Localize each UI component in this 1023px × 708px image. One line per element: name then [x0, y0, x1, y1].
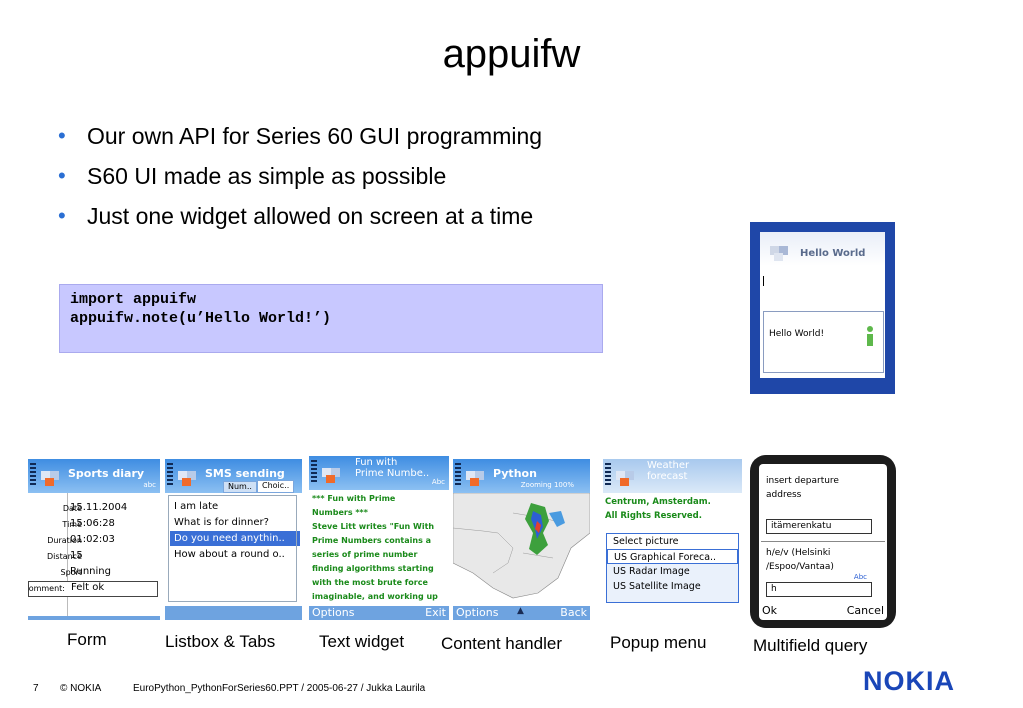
puzzle-icon [41, 471, 59, 486]
listbox-screenshot: SMS sending Num.. Choic.. I am late What… [165, 459, 302, 620]
query-label-2: h/e/v (Helsinki /Espoo/Vantaa) [766, 548, 834, 572]
list-frame [168, 495, 297, 602]
status-bar: Weather forecast [603, 459, 742, 493]
popup-item-selected[interactable]: US Graphical Foreca.. [607, 549, 738, 564]
hello-title: Hello World [800, 248, 866, 259]
softkey-bar [28, 616, 160, 620]
list-item[interactable]: What is for dinner? [174, 517, 269, 528]
screen-title: Sports diary [68, 467, 145, 480]
screen-title: Fun with Prime Numbe.. [355, 457, 430, 479]
hello-note-text: Hello World! [769, 329, 825, 339]
divider [761, 541, 885, 542]
copyright: © NOKIA [60, 683, 102, 694]
cancel-softkey[interactable]: Cancel [846, 604, 884, 617]
puzzle-icon [178, 471, 196, 486]
tab-choices[interactable]: Choic.. [257, 480, 295, 493]
page-number: 7 [33, 683, 39, 694]
caption-popup-menu: Popup menu [610, 633, 707, 652]
list-item[interactable]: I am late [174, 501, 219, 512]
popup-item[interactable]: US Satellite Image [613, 581, 701, 592]
popup-background-text: Centrum, Amsterdam. All Rights Reserved. [605, 497, 711, 521]
city-field[interactable]: h [766, 582, 872, 597]
input-mode: abc [143, 481, 156, 489]
puzzle-icon [770, 246, 788, 261]
screen-title: Weather forecast [647, 460, 690, 482]
caption-form: Form [67, 630, 107, 649]
signal-icon [455, 463, 461, 487]
ok-softkey[interactable]: Ok [762, 604, 778, 617]
puzzle-icon [616, 471, 634, 486]
puzzle-icon [466, 471, 484, 486]
departure-address-field[interactable]: itämerenkatu [766, 519, 872, 534]
bullet-item: •Just one widget allowed on screen at a … [58, 203, 534, 229]
code-sample: import appuifw appuifw.note(u’Hello Worl… [59, 284, 603, 353]
options-softkey[interactable]: Options [312, 606, 355, 619]
text-body[interactable]: *** Fun with Prime Numbers *** Steve Lit… [312, 494, 438, 601]
hello-world-screenshot: Hello World Hello World! [750, 222, 895, 394]
info-icon [867, 326, 873, 346]
signal-icon [311, 460, 317, 484]
status-bar: Sports diary abc [28, 459, 160, 493]
screen-title: Python [493, 467, 537, 480]
form-row-selected[interactable]: Comment:Felt ok [28, 581, 158, 597]
status-bar: SMS sending Num.. Choic.. [165, 459, 302, 493]
slide-title: appuifw [442, 32, 581, 76]
caption-content-handler: Content handler [441, 634, 562, 653]
softkey-bar [165, 606, 302, 620]
signal-icon [30, 463, 36, 487]
bullet-list: •Our own API for Series 60 GUI programmi… [58, 122, 542, 242]
status-bar: Python Zooming 100% [453, 459, 590, 493]
radar-map-image [453, 493, 590, 606]
footer-file: EuroPython_PythonForSeries60.PPT / 2005-… [133, 683, 426, 694]
scroll-indicator: ▲ [517, 606, 524, 616]
exit-softkey[interactable]: Exit [425, 606, 446, 619]
caption-multifield-query: Multifield query [753, 636, 868, 655]
popup-menu-screenshot: Weather forecast Centrum, Amsterdam. All… [603, 459, 742, 607]
back-softkey[interactable]: Back [560, 606, 587, 619]
softkey-bar: Options ▲ Back [453, 606, 590, 620]
signal-icon [167, 463, 173, 487]
bullet-item: •Our own API for Series 60 GUI programmi… [58, 123, 543, 149]
query-label-1: insert departure address [766, 476, 839, 500]
list-item-selected[interactable]: Do you need anythin.. [170, 531, 300, 546]
nokia-logo: NOKIA [863, 666, 955, 696]
input-mode: Abc [853, 573, 867, 581]
caption-text-widget: Text widget [319, 632, 405, 651]
cursor [763, 276, 764, 286]
popup-heading: Select picture [607, 534, 738, 549]
softkey-bar: Options Exit [309, 606, 449, 620]
bullet-icon: • [58, 163, 66, 188]
options-softkey[interactable]: Options [456, 606, 499, 619]
form-divider [67, 493, 68, 620]
bullet-item: •S60 UI made as simple as possible [58, 163, 447, 189]
hello-note: Hello World! [763, 311, 884, 373]
content-handler-screenshot: Python Zooming 100% Options ▲ Back [453, 459, 590, 620]
status-bar: Fun with Prime Numbe.. Abc [309, 456, 449, 490]
list-item[interactable]: How about a round o.. [174, 549, 285, 560]
puzzle-icon [322, 468, 340, 483]
signal-icon [605, 463, 611, 487]
screen-title: SMS sending [205, 467, 285, 480]
tab-num[interactable]: Num.. [223, 481, 257, 493]
multifield-query-screenshot: insert departure address itämerenkatu h/… [750, 455, 896, 628]
popup-menu: Select picture US Graphical Foreca.. US … [606, 533, 739, 603]
popup-item[interactable]: US Radar Image [613, 566, 690, 577]
zoom-status: Zooming 100% [520, 481, 574, 489]
caption-listbox: Listbox & Tabs [165, 632, 276, 651]
bullet-icon: • [58, 203, 66, 228]
text-widget-screenshot: Fun with Prime Numbe.. Abc *** Fun with … [309, 456, 449, 620]
bullet-icon: • [58, 123, 66, 148]
input-mode: Abc [431, 478, 445, 486]
